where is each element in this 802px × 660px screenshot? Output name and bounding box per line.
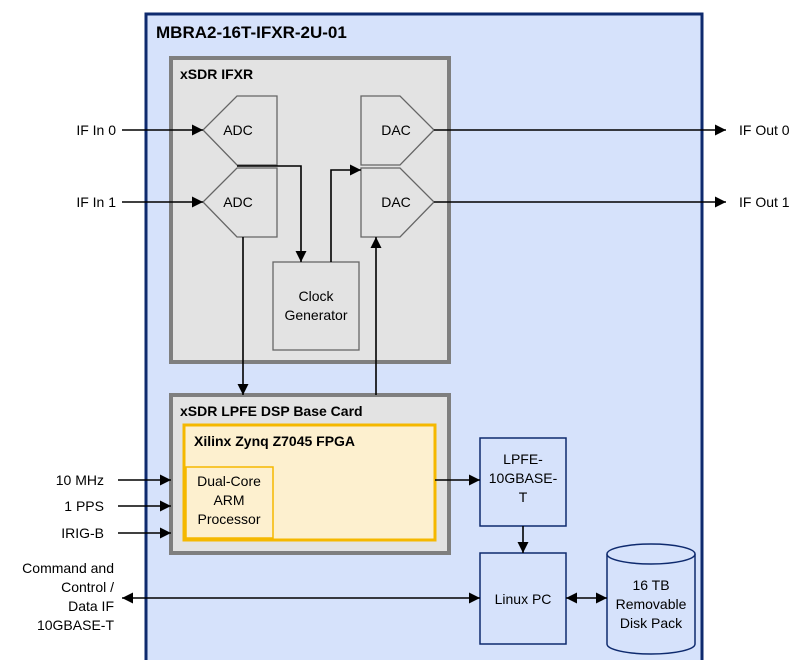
disk-label-1: 16 TB: [632, 577, 669, 593]
dac-0-block: [360, 95, 435, 166]
linux-pc-block: [479, 552, 567, 645]
ifxr-title: xSDR IFXR: [180, 66, 253, 82]
nic-label-2: 10GBASE-: [489, 470, 558, 486]
nic-block: [479, 437, 567, 527]
irig-label: IRIG-B: [61, 525, 104, 541]
adc-0-label: ADC: [223, 122, 253, 138]
adc-1-label: ADC: [223, 194, 253, 210]
system-title: MBRA2-16T-IFXR-2U-01: [156, 23, 347, 42]
if-out-0-label: IF Out 0: [739, 122, 790, 138]
arm-label-1: Dual-Core: [197, 473, 261, 489]
fpga-title: Xilinx Zynq Z7045 FPGA: [194, 433, 355, 449]
dac-1-block: [360, 167, 435, 238]
disk-label-3: Disk Pack: [620, 615, 683, 631]
nic-label-3: T: [519, 489, 528, 505]
ref-10mhz-label: 10 MHz: [56, 472, 104, 488]
clock-label-1: Clock: [298, 288, 334, 304]
clock-label-2: Generator: [284, 307, 347, 323]
cmd-label-4: 10GBASE-T: [37, 617, 114, 633]
dac-0-label: DAC: [381, 122, 411, 138]
disk-pack: [606, 543, 696, 655]
cmd-label-2: Control /: [61, 579, 114, 595]
linux-pc-label: Linux PC: [495, 591, 552, 607]
disk-label-2: Removable: [616, 596, 687, 612]
if-in-0-label: IF In 0: [76, 122, 116, 138]
arm-processor-block: [185, 466, 274, 539]
adc-to-clock-arrow: [237, 165, 307, 262]
arm-label-2: ARM: [213, 492, 244, 508]
pps-label: 1 PPS: [64, 498, 104, 514]
arm-label-3: Processor: [197, 511, 260, 527]
if-out-1-label: IF Out 1: [739, 194, 790, 210]
dac-1-label: DAC: [381, 194, 411, 210]
adc-0-block: [202, 95, 278, 166]
clock-to-dac-arrow: [330, 164, 361, 262]
cmd-label-1: Command and: [22, 560, 114, 576]
if-in-1-label: IF In 1: [76, 194, 116, 210]
adc-1-block: [202, 167, 278, 238]
clock-generator-block: [272, 261, 360, 351]
lpfe-title: xSDR LPFE DSP Base Card: [180, 403, 363, 419]
nic-label-1: LPFE-: [503, 451, 543, 467]
cmd-label-3: Data IF: [68, 598, 114, 614]
